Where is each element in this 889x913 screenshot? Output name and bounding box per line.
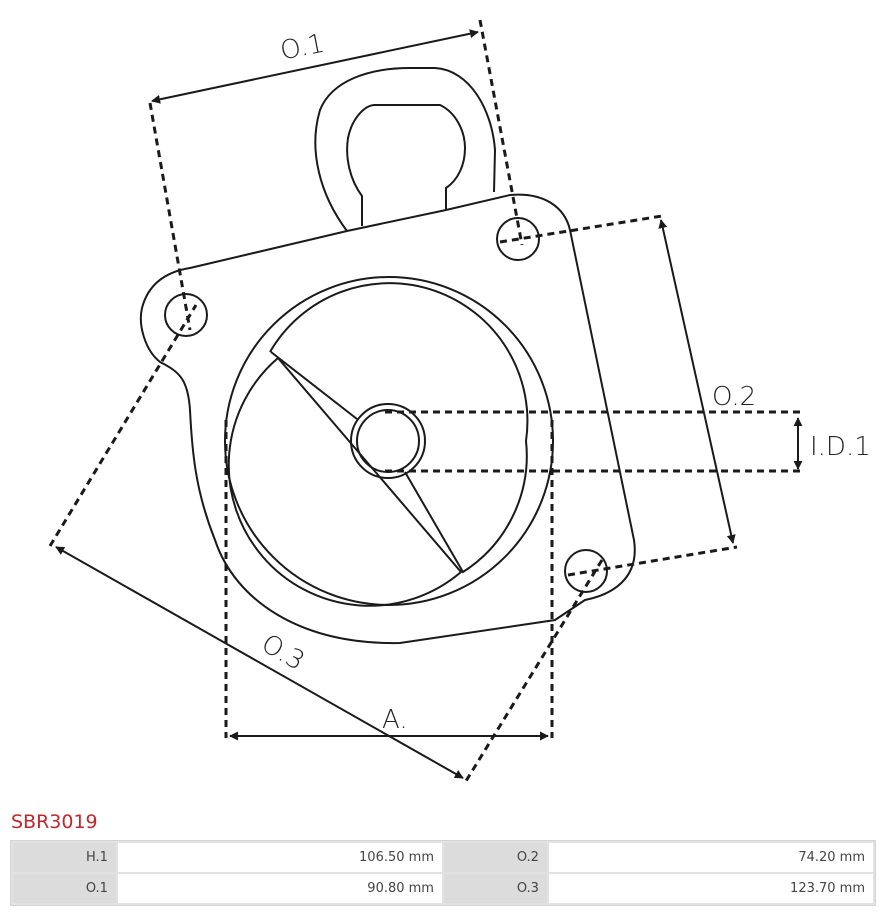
label-o2: O.2 <box>712 382 756 412</box>
spec-value: 106.50 mm <box>117 843 442 872</box>
table-row: H.1 106.50 mm O.2 74.20 mm <box>13 843 873 872</box>
bore-outer <box>350 403 426 479</box>
terminal-lobe-outer <box>314 67 497 232</box>
table-row: O.1 90.80 mm O.3 123.70 mm <box>13 874 873 903</box>
technical-drawing: O.1 O.2 I.D.1 O.3 A. <box>48 19 871 782</box>
mount-hole-left <box>164 293 208 337</box>
spec-key: H.1 <box>13 843 116 872</box>
label-id1: I.D.1 <box>810 432 871 462</box>
label-a: A. <box>382 705 408 735</box>
mount-hole-bottom-right <box>564 549 608 593</box>
dim-o2-line <box>658 219 736 544</box>
terminal-lobe-inner <box>346 104 467 226</box>
spec-value: 90.80 mm <box>117 874 442 903</box>
pilot-outer-ring <box>224 276 554 606</box>
spec-key: O.1 <box>13 874 116 903</box>
label-o1: O.1 <box>278 29 327 67</box>
part-number-title: SBR3019 <box>11 811 98 833</box>
spec-key: O.3 <box>443 874 547 903</box>
bore-inner <box>356 409 420 473</box>
spec-value: 74.20 mm <box>548 843 873 872</box>
specs-table: H.1 106.50 mm O.2 74.20 mm O.1 90.80 mm … <box>10 840 876 906</box>
label-o3: O.3 <box>256 629 309 677</box>
dim-o1-line <box>151 29 479 104</box>
mount-hole-top-right <box>496 217 540 261</box>
flange-outline <box>140 193 636 645</box>
dim-o3-line <box>55 546 464 779</box>
spec-value: 123.70 mm <box>548 874 873 903</box>
spec-key: O.2 <box>443 843 547 872</box>
